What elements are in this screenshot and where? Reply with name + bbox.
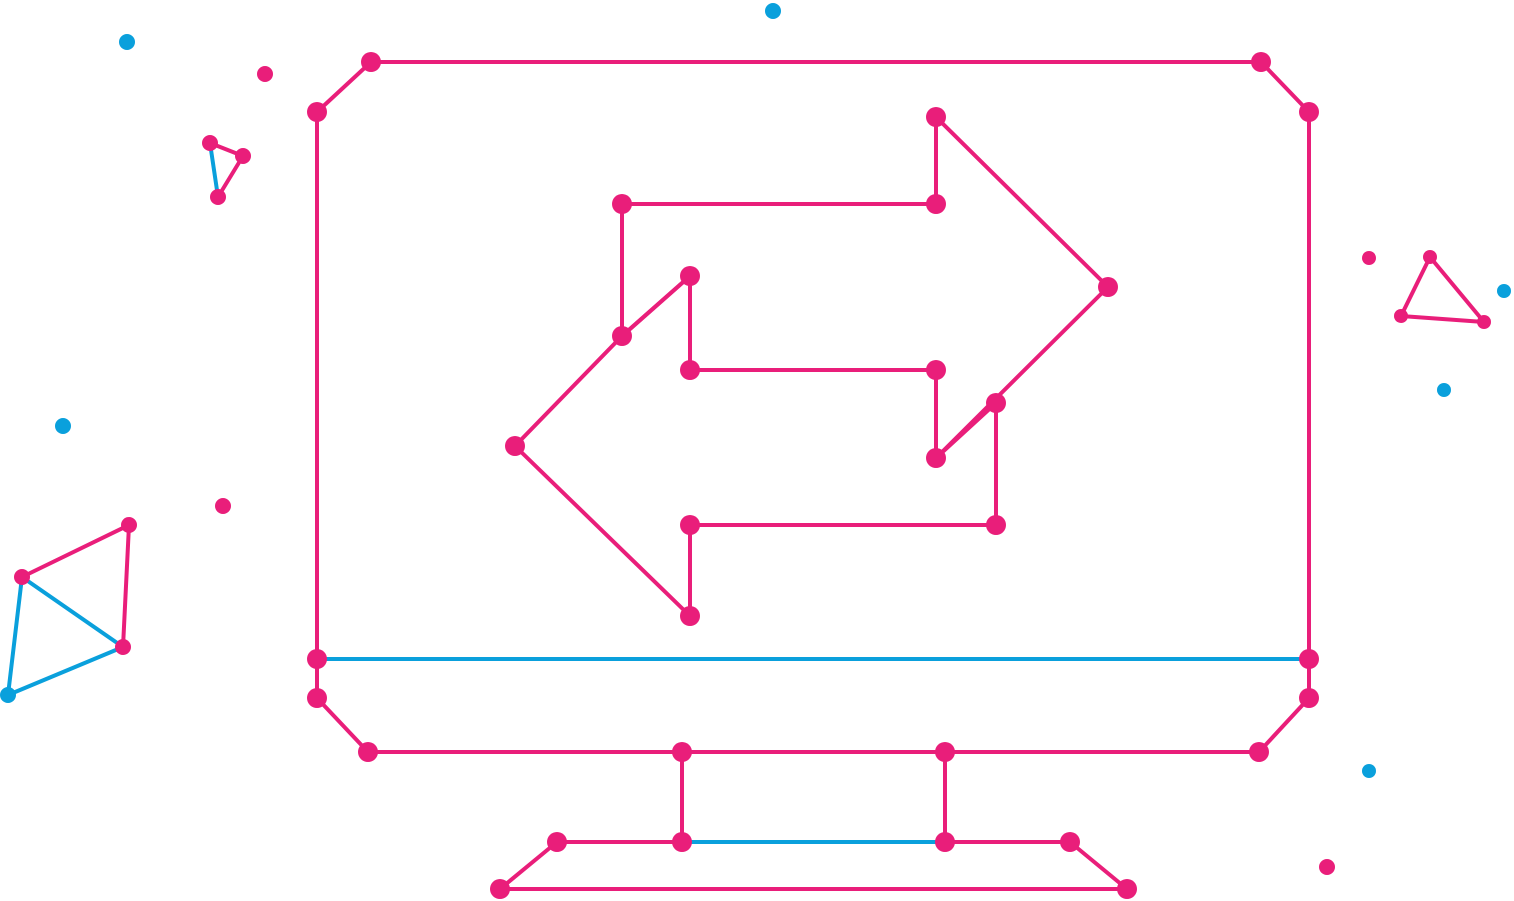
monitor-icon bbox=[315, 60, 1311, 891]
left-arrow-icon bbox=[513, 274, 998, 618]
decor-shape-left bbox=[0, 517, 137, 703]
decor-triangle-top-left bbox=[202, 135, 251, 205]
monitor-screen-frame bbox=[315, 60, 1311, 661]
vertex-dots bbox=[307, 52, 1319, 899]
decor-triangle-right bbox=[1394, 250, 1491, 329]
monitor-bezel bbox=[315, 696, 1311, 754]
floating-dots bbox=[55, 3, 1511, 875]
stand-base bbox=[498, 840, 1129, 891]
right-arrow-icon bbox=[620, 115, 1110, 460]
